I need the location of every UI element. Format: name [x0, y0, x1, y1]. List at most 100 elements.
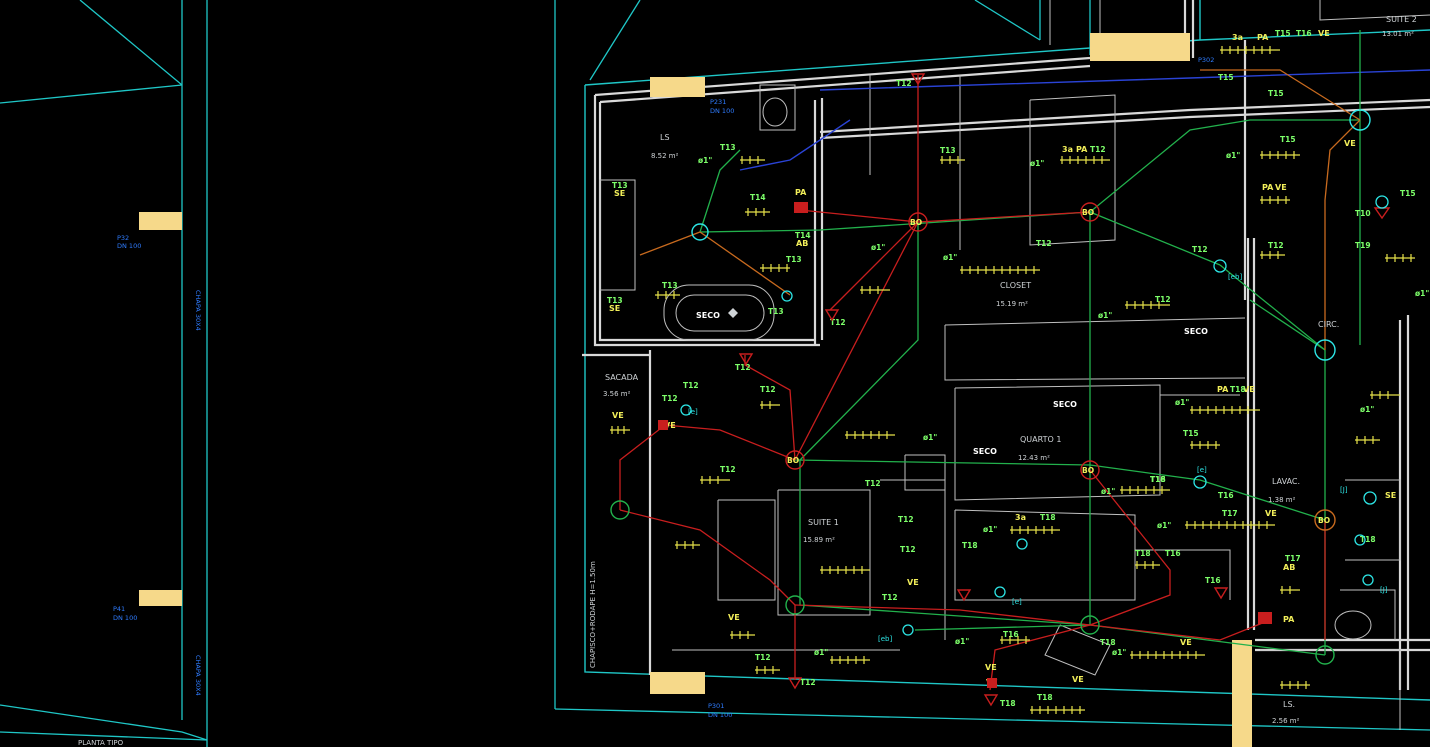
lbl-e-b: [e]: [1012, 598, 1022, 606]
room-closet: CLOSET: [1000, 281, 1031, 290]
lbl-f1-m: ø1": [1175, 398, 1189, 407]
room-ls-bottom: LS.: [1283, 700, 1295, 709]
lbl-t12-h: T12: [865, 479, 881, 488]
lbl-t12-k: T12: [882, 593, 898, 602]
tag-p301-sub: DN 100: [708, 711, 732, 719]
lbl-f1-p: ø1": [1360, 405, 1374, 414]
cyan-devices: [680, 195, 1389, 636]
window-left-1: [139, 212, 182, 230]
lbl-t12-f: T12: [662, 394, 678, 403]
lbl-ab-b: AB: [1283, 563, 1295, 572]
jb-label-5: BO: [1318, 516, 1330, 525]
lbl-eb-a: [eb]: [1228, 273, 1242, 281]
lbl-f1-c: ø1": [1030, 159, 1044, 168]
lbl-pa-c: PA: [1217, 385, 1229, 394]
lbl-pa-f: PA: [1262, 183, 1274, 192]
seco-4: SECO: [1184, 327, 1208, 336]
room-closet-area: 15.19 m²: [996, 300, 1028, 308]
lbl-ve-l: VE: [1275, 183, 1287, 192]
lbl-t15-e: T15: [1280, 135, 1296, 144]
lbl-ve-c: VE: [907, 578, 919, 587]
lbl-t16-e: T16: [1003, 630, 1019, 639]
lbl-t18-i: T18: [1150, 475, 1166, 484]
tag-p302: P302: [1198, 56, 1214, 64]
bathtub-diamond: [728, 308, 738, 318]
lbl-3a-b: 3a: [1015, 513, 1026, 522]
room-sacada: SACADA: [605, 373, 639, 382]
red-markers: [738, 73, 1391, 707]
room-ls-bottom-area: 2.56 m²: [1272, 717, 1300, 725]
lbl-pa-b: PA: [1076, 145, 1088, 154]
window-top-2: [1090, 33, 1190, 61]
tag-p231: P231: [710, 98, 726, 106]
room-ls-top-area: 8.52 m²: [651, 152, 679, 160]
room-ls-top: LS: [660, 133, 670, 142]
junction-boxes: [610, 109, 1371, 665]
lbl-pa-e: PA: [1257, 33, 1269, 42]
lbl-f1-d: ø1": [1226, 151, 1240, 160]
lbl-t12-r: T12: [1155, 295, 1171, 304]
room-sacada-area: 3.56 m²: [603, 390, 631, 398]
lbl-t15-a: T15: [1183, 429, 1199, 438]
seco-3: SECO: [973, 447, 997, 456]
tag-p231-sub: DN 100: [710, 107, 734, 115]
lbl-3a-c: 3a: [1232, 33, 1243, 42]
room-quarto: QUARTO 1: [1020, 435, 1061, 444]
lbl-t12-a: T12: [896, 79, 912, 88]
tag-p41: P41: [113, 605, 125, 613]
jb-label-3: BO: [787, 456, 799, 465]
window-left-2: [139, 590, 182, 606]
lbl-t17-a: T17: [1222, 509, 1238, 518]
room-lavac-area: 1.38 m²: [1268, 496, 1296, 504]
room-lavac: LAVAC.: [1272, 477, 1300, 486]
lbl-t13-d: T13: [662, 281, 678, 290]
jb-label-4: BO: [1082, 466, 1094, 475]
blue-conduits: [739, 69, 1430, 171]
lbl-t19-a: T19: [1355, 241, 1371, 250]
lbl-t10-a: T10: [1355, 209, 1371, 218]
lbl-t18-a: T18: [1230, 385, 1246, 394]
lbl-t12-e: T12: [760, 385, 776, 394]
room-suite1: SUITE 1: [808, 518, 839, 527]
lbl-f1-f: ø1": [923, 433, 937, 442]
lbl-pa-d: PA: [1283, 615, 1295, 624]
lbl-e-a: [e]: [1197, 466, 1207, 474]
room-quarto-area: 12.43 m²: [1018, 454, 1050, 462]
window-top-1: [650, 77, 705, 97]
seco-2: SECO: [1053, 400, 1077, 409]
lbl-t13-e: T13: [768, 307, 784, 316]
lbl-t16-b: T16: [1218, 491, 1234, 500]
lbl-f1-n: ø1": [871, 243, 885, 252]
lbl-ve-a: VE: [612, 411, 624, 420]
jb-label-1: BO: [910, 218, 922, 227]
tag-p32: P32: [117, 234, 129, 242]
lbl-t16-f: T16: [1296, 29, 1312, 38]
lbl-ve-j: VE: [1180, 638, 1192, 647]
lbl-t18-c: T18: [1150, 475, 1166, 484]
lbl-t18-d: T18: [1000, 699, 1016, 708]
lbl-f1-i: ø1": [814, 648, 828, 657]
lbl-t12-o: T12: [1036, 239, 1052, 248]
lbl-3a-a: 3a: [1062, 145, 1073, 154]
lbl-t18-g: T18: [1135, 549, 1151, 558]
lbl-pa-a: PA: [795, 188, 807, 197]
bottom-left-label: PLANTA TIPO: [78, 739, 124, 747]
lbl-t15-b: T15: [1275, 29, 1291, 38]
lbl-t12-i: T12: [898, 515, 914, 524]
lbl-ve-g: VE: [1072, 675, 1084, 684]
lbl-t16-d: T16: [1205, 576, 1221, 585]
lbl-t14-a: T14: [750, 193, 766, 202]
lbl-ab-a: AB: [796, 239, 808, 248]
tag-p32-sub: DN 100: [117, 242, 141, 250]
lbl-f1-g: ø1": [1101, 487, 1115, 496]
tag-p301: P301: [708, 702, 724, 710]
lbl-t17-b: T17: [1285, 554, 1301, 563]
lbl-e-c: [e]: [688, 408, 698, 416]
lbl-t13-b: T13: [607, 296, 623, 305]
lbl-se-c: SE: [1385, 491, 1396, 500]
room-suite2: SUITE 2: [1386, 15, 1417, 24]
lbl-f1-o: ø1": [1415, 289, 1429, 298]
tag-p41-sub: DN 100: [113, 614, 137, 622]
lbl-j-b: [J]: [1380, 586, 1388, 594]
